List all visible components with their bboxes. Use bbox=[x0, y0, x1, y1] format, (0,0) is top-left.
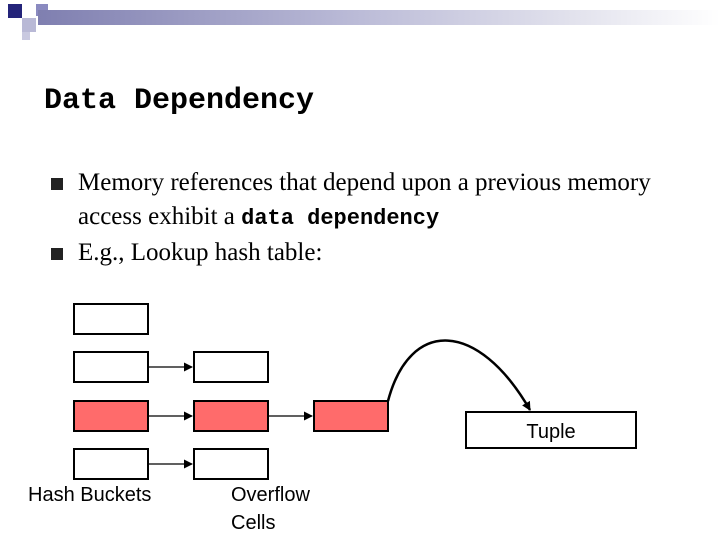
hash-bucket-2 bbox=[73, 351, 149, 383]
decor-square-light bbox=[22, 18, 36, 32]
bullet-item: E.g., Lookup hash table: bbox=[50, 236, 690, 270]
tuple-box bbox=[465, 411, 637, 449]
decor-square-small bbox=[22, 32, 30, 40]
bullet-square-icon bbox=[51, 178, 63, 190]
hash-bucket-1 bbox=[73, 303, 149, 335]
title-decoration bbox=[0, 0, 720, 40]
overflow-cell-row4 bbox=[193, 448, 269, 480]
bullet-list: Memory references that depend upon a pre… bbox=[50, 166, 690, 270]
hash-bucket-4 bbox=[73, 448, 149, 480]
overflow-cell-row2 bbox=[193, 351, 269, 383]
tuple-label: Tuple bbox=[526, 421, 575, 443]
overflow-cells-label-line2: Cells bbox=[231, 512, 276, 534]
bullet-item: Memory references that depend upon a pre… bbox=[50, 166, 690, 236]
hash-buckets-label: Hash Buckets bbox=[28, 484, 152, 506]
overflow-cell-row3b bbox=[313, 400, 389, 432]
slide-title: Data Dependency bbox=[44, 84, 315, 118]
decor-square-dark bbox=[8, 4, 22, 18]
overflow-cell-row3a bbox=[193, 400, 269, 432]
bullet-text: Memory references that depend upon a pre… bbox=[78, 169, 651, 230]
bullet-text: E.g., Lookup hash table: bbox=[78, 239, 323, 266]
bullet-square-icon bbox=[51, 248, 63, 260]
hash-bucket-3 bbox=[73, 400, 149, 432]
bullet-bold-term: data dependency bbox=[241, 206, 440, 231]
overflow-cells-label-line1: Overflow bbox=[231, 484, 310, 506]
decor-gradient-band bbox=[38, 10, 720, 25]
tuple-pointer-arrow bbox=[386, 339, 532, 411]
